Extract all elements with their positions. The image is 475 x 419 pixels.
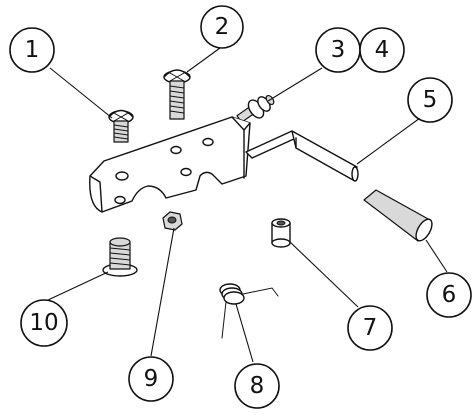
callout-5: 5 bbox=[407, 77, 453, 123]
callout-3: 3 bbox=[315, 27, 361, 73]
part-1-short-screw bbox=[108, 109, 134, 143]
part-2-long-screw bbox=[163, 69, 191, 120]
callout-1: 1 bbox=[9, 27, 55, 73]
callout-6: 6 bbox=[426, 272, 472, 318]
callout-1-label: 1 bbox=[25, 37, 40, 63]
callout-2: 2 bbox=[200, 5, 244, 49]
callout-3-label: 3 bbox=[331, 37, 346, 63]
callout-5-label: 5 bbox=[423, 87, 438, 113]
part-8-spring bbox=[219, 283, 279, 339]
part-7-sleeve bbox=[271, 218, 291, 248]
part-5-flat-bar bbox=[245, 130, 359, 182]
main-bracket bbox=[89, 116, 251, 213]
callout-7: 7 bbox=[347, 305, 393, 351]
callout-10-label: 10 bbox=[29, 310, 58, 336]
part-3-4-screw-and-washer bbox=[236, 94, 275, 123]
callout-9-label: 9 bbox=[144, 366, 159, 392]
callout-4-label: 4 bbox=[375, 37, 390, 63]
callout-8: 8 bbox=[234, 363, 280, 409]
part-9-hex-nut bbox=[162, 211, 183, 231]
callout-8-label: 8 bbox=[250, 373, 265, 399]
callout-2-label: 2 bbox=[215, 14, 230, 40]
part-10-standoff bbox=[102, 237, 138, 277]
callout-7-label: 7 bbox=[363, 315, 378, 341]
part-6-pad bbox=[363, 189, 433, 242]
leader-lines bbox=[47, 47, 448, 363]
callout-10: 10 bbox=[20, 299, 68, 347]
callout-6-label: 6 bbox=[442, 282, 457, 308]
callout-9: 9 bbox=[128, 356, 174, 402]
callout-4: 4 bbox=[359, 27, 405, 73]
